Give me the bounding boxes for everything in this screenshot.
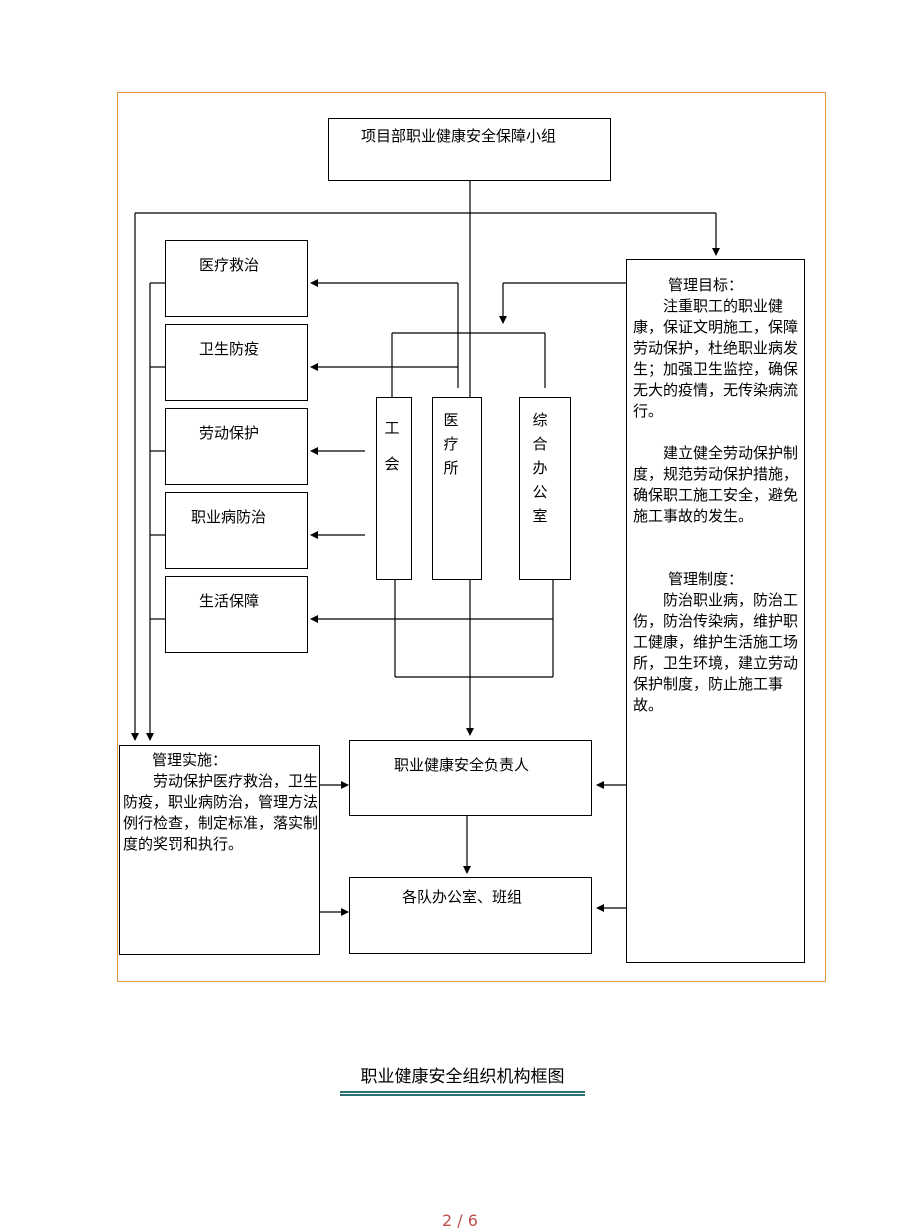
medical-rescue-box: 医疗救治: [165, 240, 308, 317]
general-office-label: 综合办公室: [532, 411, 548, 525]
implementation-body: 劳动保护医疗救治，卫生防疫，职业病防治，管理方法例行检查，制定标准，落实制度的奖…: [123, 772, 319, 853]
goals-paragraph-1: 注重职工的职业健康，保证文明施工，保障劳动保护，杜绝职业病发生；加强卫生监控，确…: [633, 297, 799, 420]
teams-box: 各队办公室、班组: [349, 877, 592, 954]
responsible-person-box: 职业健康安全负责人: [349, 740, 592, 816]
labor-protection-box: 劳动保护: [165, 408, 308, 485]
epidemic-prevention-box: 卫生防疫: [165, 324, 308, 401]
clinic-box: 医疗所: [432, 397, 482, 580]
page-total: 6: [467, 1211, 478, 1230]
goals-paragraph-2: 建立健全劳动保护制度，规范劳动保护措施，确保职工施工安全，避免施工事故的发生。: [633, 444, 799, 525]
diagram-frame: [117, 92, 826, 982]
goals-title: 管理目标：: [668, 276, 744, 294]
teams-label: 各队办公室、班组: [402, 888, 523, 906]
general-office-box: 综合办公室: [519, 397, 571, 580]
labor-protection-label: 劳动保护: [199, 424, 260, 442]
page-indicator: 2 / 6: [420, 1211, 500, 1230]
management-goals-box: 管理目标： 注重职工的职业健康，保证文明施工，保障劳动保护，杜绝职业病发生；加强…: [626, 259, 805, 963]
implementation-title: 管理实施：: [152, 751, 228, 769]
occupational-disease-label: 职业病防治: [191, 508, 267, 526]
occupational-disease-box: 职业病防治: [165, 492, 308, 569]
caption-underline: [340, 1091, 585, 1096]
responsible-person-label: 职业健康安全负责人: [394, 756, 530, 774]
living-support-box: 生活保障: [165, 576, 308, 653]
page-current: 2: [442, 1211, 453, 1230]
page-separator: /: [457, 1211, 463, 1230]
living-support-label: 生活保障: [199, 592, 260, 610]
top-group-label: 项目部职业健康安全保障小组: [361, 127, 557, 145]
implementation-box: 管理实施： 劳动保护医疗救治，卫生防疫，职业病防治，管理方法例行检查，制定标准，…: [119, 745, 320, 955]
union-box: 工会: [376, 397, 412, 580]
union-label: 工会: [384, 419, 400, 473]
epidemic-prevention-label: 卫生防疫: [199, 340, 260, 358]
top-group-box: 项目部职业健康安全保障小组: [328, 118, 611, 181]
figure-caption: 职业健康安全组织机构框图: [360, 1067, 565, 1087]
goals-paragraph-3: 防治职业病，防治工伤，防治传染病，维护职工健康，维护生活施工场所，卫生环境，建立…: [633, 591, 799, 714]
clinic-label: 医疗所: [443, 411, 459, 477]
rules-title: 管理制度：: [668, 570, 744, 588]
medical-rescue-label: 医疗救治: [199, 256, 260, 274]
